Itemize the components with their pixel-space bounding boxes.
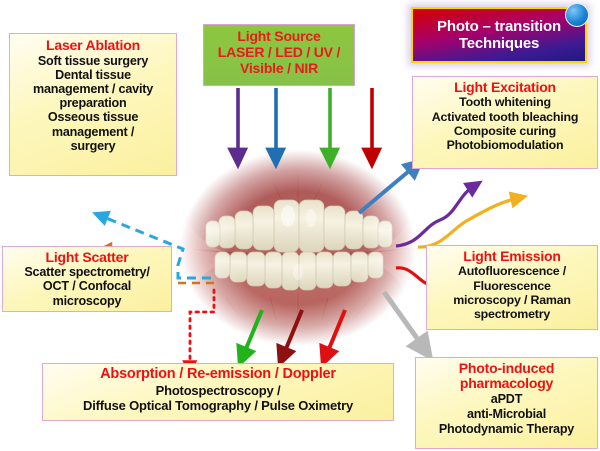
light-scatter-line-1: Scatter spectrometry/ — [24, 265, 150, 280]
teeth-photograph — [178, 148, 418, 352]
card-light-excitation-heading: Light Excitation — [454, 79, 556, 95]
card-photo-pharmacology-body: aPDT anti-Microbial Photodynamic Therapy — [419, 392, 594, 437]
card-light-scatter[interactable]: Light Scatter Scatter spectrometry/ OCT … — [2, 246, 172, 312]
laser-ablation-line-6: management / — [51, 124, 135, 139]
card-light-excitation-body: Tooth whitening Activated tooth bleachin… — [416, 95, 594, 153]
light-source-line-2: Visible / NIR — [239, 60, 319, 77]
absorption-line-2: Diffuse Optical Tomography / Pulse Oxime… — [83, 397, 353, 413]
title-line-2: Techniques — [458, 35, 540, 52]
card-light-emission-heading: Light Emission — [463, 248, 561, 264]
card-light-source-body: LASER / LED / UV / Visible / NIR — [207, 44, 351, 76]
light-emission-line-4: spectrometry — [473, 307, 551, 322]
laser-ablation-line-5: Osseous tissue — [47, 110, 139, 125]
laser-ablation-line-2: Dental tissue — [55, 68, 131, 83]
card-light-emission[interactable]: Light Emission Autofluorescence / Fluore… — [426, 245, 598, 330]
laser-ablation-line-3: management / cavity — [32, 82, 154, 97]
card-laser-ablation-body: Soft tissue surgery Dental tissue manage… — [13, 54, 173, 153]
absorption-line-1: Photospectroscopy / — [155, 382, 281, 398]
laser-ablation-line-4: preparation — [59, 96, 127, 111]
light-scatter-line-3: microscopy — [52, 293, 122, 308]
light-excitation-line-4: Photobiomodulation — [446, 138, 564, 153]
card-absorption-reemission-doppler[interactable]: Absorption / Re-emission / Doppler Photo… — [42, 363, 394, 421]
teeth-photo-svg — [180, 150, 416, 352]
light-source-line-1: LASER / LED / UV / — [217, 44, 341, 61]
card-absorption-heading: Absorption / Re-emission / Doppler — [100, 366, 336, 382]
laser-ablation-line-7: surgery — [70, 138, 116, 153]
card-light-source-heading: Light Source — [237, 28, 321, 44]
card-light-emission-body: Autofluorescence / Fluorescence microsco… — [430, 264, 594, 322]
photo-pharmacology-heading-line-1: Photo-induced — [458, 360, 555, 376]
blue-circle-icon — [565, 3, 589, 27]
title-banner-text: Photo – transition Techniques — [437, 18, 561, 53]
card-photo-pharmacology-heading: Photo-induced pharmacology — [419, 360, 594, 392]
light-emission-line-1: Autofluorescence / — [458, 264, 566, 279]
card-light-scatter-heading: Light Scatter — [45, 249, 129, 265]
card-laser-ablation-heading: Laser Ablation — [46, 37, 140, 53]
photo-pharmacology-line-3: Photodynamic Therapy — [438, 421, 575, 436]
photo-pharmacology-line-2: anti-Microbial — [466, 406, 547, 421]
card-laser-ablation[interactable]: Laser Ablation Soft tissue surgery Denta… — [9, 33, 177, 176]
arrow-wave-yellow — [417, 191, 528, 249]
card-photo-induced-pharmacology[interactable]: Photo-induced pharmacology aPDT anti-Mic… — [415, 357, 598, 449]
laser-ablation-line-1: Soft tissue surgery — [37, 54, 149, 69]
photo-pharmacology-heading-line-2: pharmacology — [459, 375, 554, 392]
card-light-source[interactable]: Light Source LASER / LED / UV / Visible … — [203, 24, 355, 86]
light-excitation-line-3: Composite curing — [453, 123, 557, 138]
title-banner: Photo – transition Techniques — [411, 3, 589, 63]
light-excitation-line-1: Tooth whitening — [459, 95, 551, 110]
card-absorption-body: Photospectroscopy / Diffuse Optical Tomo… — [46, 383, 390, 413]
title-line-1: Photo – transition — [437, 17, 561, 35]
photo-pharmacology-line-1: aPDT — [490, 391, 523, 406]
light-scatter-line-2: OCT / Confocal — [42, 279, 132, 294]
light-emission-line-3: microscopy / Raman — [453, 292, 571, 307]
light-emission-line-2: Fluorescence — [473, 278, 551, 293]
light-excitation-line-2: Activated tooth bleaching — [431, 109, 579, 124]
card-light-excitation[interactable]: Light Excitation Tooth whitening Activat… — [412, 76, 598, 169]
card-light-scatter-body: Scatter spectrometry/ OCT / Confocal mic… — [6, 265, 168, 308]
